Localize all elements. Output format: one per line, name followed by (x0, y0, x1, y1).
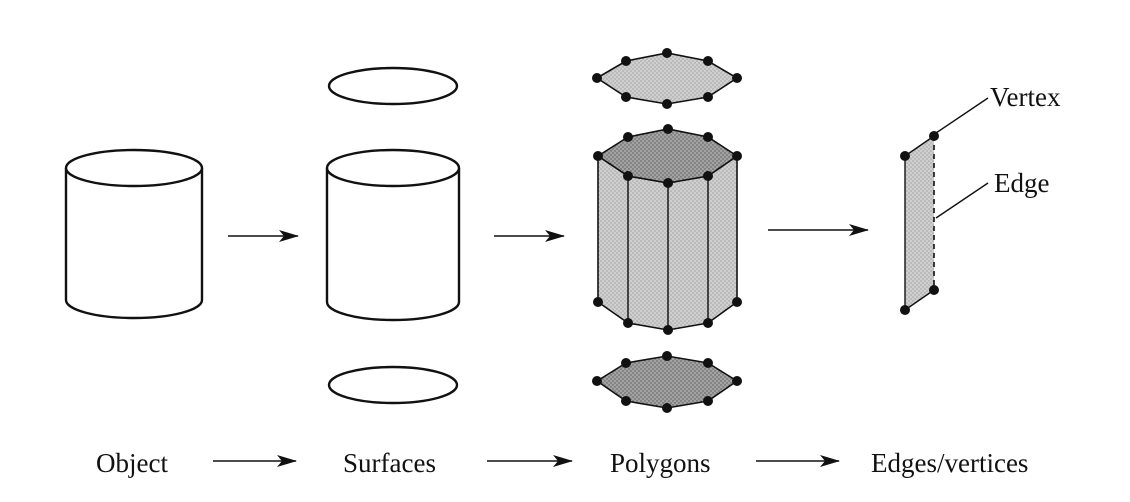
surfaces-bottom-disk (327, 365, 459, 405)
vertex-dot (663, 178, 673, 188)
vertex-dot (593, 297, 603, 307)
vertex-dot (663, 124, 673, 134)
vertex-dot (703, 132, 713, 142)
stage-label-surfaces: Surfaces (343, 448, 436, 478)
vertex-dot (703, 92, 713, 102)
vertex-leader-line (935, 97, 989, 134)
vertex-dot (621, 56, 631, 66)
vertex-dot (592, 73, 602, 83)
vertex-dot (623, 132, 633, 142)
vertex-dot (732, 73, 742, 83)
vertex-dot (621, 358, 631, 368)
vertex-dot (662, 99, 672, 109)
vertex-dot (621, 92, 631, 102)
vertex-label: Vertex (990, 82, 1061, 112)
stage-label-polygons: Polygons (610, 448, 711, 478)
vertex-dot (663, 325, 673, 335)
edge-label: Edge (994, 168, 1049, 198)
polygon-vertices (592, 48, 742, 413)
single-polygon-vertices (900, 131, 939, 315)
polygons-prism (596, 128, 739, 331)
surfaces-cylinder (325, 148, 461, 322)
single-polygon (904, 135, 935, 311)
polygons-top-cap (595, 52, 739, 105)
vertex-dot (929, 285, 939, 295)
stage-label-object: Object (96, 448, 168, 478)
vertex-dot (621, 396, 631, 406)
polygons-bottom-cap (595, 355, 739, 409)
vertex-dot (703, 358, 713, 368)
vertex-dot (662, 351, 672, 361)
object-cylinder (64, 148, 204, 320)
vertex-dot (662, 403, 672, 413)
vertex-dot (703, 396, 713, 406)
surfaces-top-disk (327, 66, 459, 106)
vertex-dot (900, 305, 910, 315)
stage-label-edges-vertices: Edges/vertices (871, 448, 1028, 478)
vertex-dot (703, 56, 713, 66)
vertex-dot (703, 318, 713, 328)
vertex-dot (900, 151, 910, 161)
vertex-dot (592, 376, 602, 386)
vertex-dot (662, 48, 672, 58)
vertex-dot (732, 297, 742, 307)
edge-leader-line (935, 182, 989, 219)
vertex-dot (623, 318, 633, 328)
vertex-dot (703, 171, 713, 181)
vertex-dot (732, 376, 742, 386)
vertex-dot (623, 171, 633, 181)
vertex-dot (593, 151, 603, 161)
vertex-dot (732, 151, 742, 161)
